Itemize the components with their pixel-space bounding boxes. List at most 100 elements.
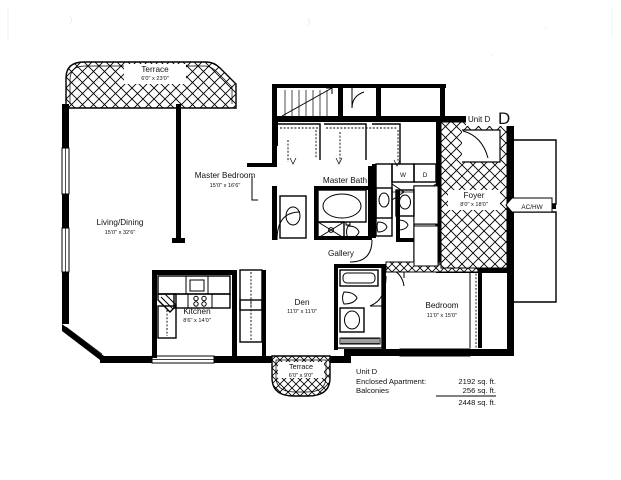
inner-bath-toilet [396,219,409,231]
wall-right-upper [507,116,514,162]
bedroom-bath-door-swing [369,275,387,307]
bedroom-sink [344,310,360,330]
master-tub-basin [322,193,362,219]
foyer-label-plate [448,190,500,210]
master-bath-fixtures [279,187,415,239]
master-toilet [346,225,360,239]
wall-bottom-run-3 [326,356,344,363]
foyer-closet-3-arc [462,130,489,159]
wall-living-master-stub [172,238,185,243]
closet-3-outline [372,123,401,164]
corridor-wall-mid-2 [376,86,381,116]
wall-den-right [262,270,266,360]
area-summary-block: Unit D Enclosed Apartment: 2192 sq. ft. … [356,367,496,407]
burner-4 [201,301,207,307]
wall-master-right-1 [272,146,277,164]
inner-bath-sink [399,194,411,210]
master-vanity [279,195,307,239]
kitchen-fixtures [157,275,231,339]
area-unit-label: Unit D [356,367,378,376]
terrace-bottom-name: Terrace [289,362,313,371]
living-dining-dimensions: 15'0" x 32'6" [105,230,136,236]
hall-toilet [376,221,388,233]
area-row-1-label: Balconies [356,386,389,395]
unit-d-letter: D [498,109,510,128]
master-toilet-tank [345,221,351,226]
den-name: Den [294,298,309,307]
closet-1-marker [289,157,297,165]
wall-top-band [272,116,508,122]
bedroom-vanity [339,307,365,333]
corridor-wall-mid-1 [338,86,343,116]
bedroom-bath-counter-lines [341,338,379,344]
master-shower [317,221,345,239]
living-dining-name: Living/Dining [97,218,144,227]
master-bath-name: Master Bath [323,176,368,185]
terrace-bottom-inner-edge [275,359,327,393]
wall-masterbath-top [314,186,372,190]
foyer-dimensions: 8'0" x 18'0" [460,202,488,208]
master-shower-x [317,221,345,239]
ac-hw-callout: AC/HW [505,197,553,213]
foyer-name: Foyer [464,191,485,200]
corridor-wall-right [440,86,445,116]
hall-sink-box [375,187,393,219]
foyer-closet-1-fill [413,185,439,225]
wall-kitchen-right [232,270,237,358]
terrace-top-region: Terrace 6'0" x 23'0" [65,61,237,109]
corridor-top-wall [272,84,446,88]
stair-direction-arrow [281,87,333,117]
closet-3-marker [393,159,401,167]
wall-masterbath-left [314,190,318,238]
wall-bottom-run-2 [214,356,274,363]
closet-2-marker [335,157,343,165]
wall-top-left-stub [272,116,278,146]
master-bedroom-dimensions: 15'0" x 16'6" [210,183,241,189]
wall-master-right-2 [272,186,277,240]
foyer-closet-3-fill [462,129,501,163]
kitchen-dimensions: 8'6" x 14'0" [183,318,211,324]
closet-1-outline [278,123,321,160]
wall-right-lower [507,206,514,270]
master-bedroom-door-swing [276,211,301,241]
bedroom-tub-basin [342,272,376,284]
master-niche [251,176,258,201]
wall-bedbath-left [334,264,338,350]
bedroom-bath-fixtures [339,269,381,345]
terrace-top-dimensions: 6'0" x 23'0" [141,76,169,82]
area-row-0-value: 2192 sq. ft. [458,377,496,386]
master-vanity-sink [285,206,301,226]
ac-hw-tag-shape [505,197,553,213]
terrace-bottom-dimensions: 6'0" x 9'0" [289,373,313,379]
bedroom-bath-counter [339,337,381,345]
unit-d-callout: Unit D D [466,108,522,128]
terrace-top-inner-edge [69,65,233,104]
wall-right-bottom [507,270,514,356]
wall-bedbath-top [334,264,386,268]
area-row-1-value: 256 sq. ft. [463,386,496,395]
dryer-label: D [423,172,428,179]
terrace-top-shape [65,61,237,109]
chamfer-mullion [65,326,103,355]
terrace-top-label-plate [124,64,186,84]
wall-living-master [176,104,181,238]
terrace-top-name: Terrace [141,65,169,74]
wall-kitchen-top [152,270,236,275]
stairs [281,87,333,117]
bedroom-name: Bedroom [425,301,458,310]
master-bedroom-name: Master Bedroom [195,171,256,180]
bedroom-right-jamb [478,270,482,348]
kitchen-range-run [173,293,231,309]
kitchen-counter-left [157,305,177,339]
wall-left-upper [62,104,69,148]
ac-hw-label: AC/HW [521,204,543,211]
kitchen-name: Kitchen [183,307,211,316]
unit-d-label: Unit D [468,115,490,124]
terrace-bottom-label-plate [278,362,324,378]
wall-bedbath-right [382,264,386,350]
inner-bath-sink-box [395,189,415,217]
burner-2 [201,295,207,302]
master-shower-drain [328,227,334,233]
wall-bottom-run-1 [100,356,152,363]
